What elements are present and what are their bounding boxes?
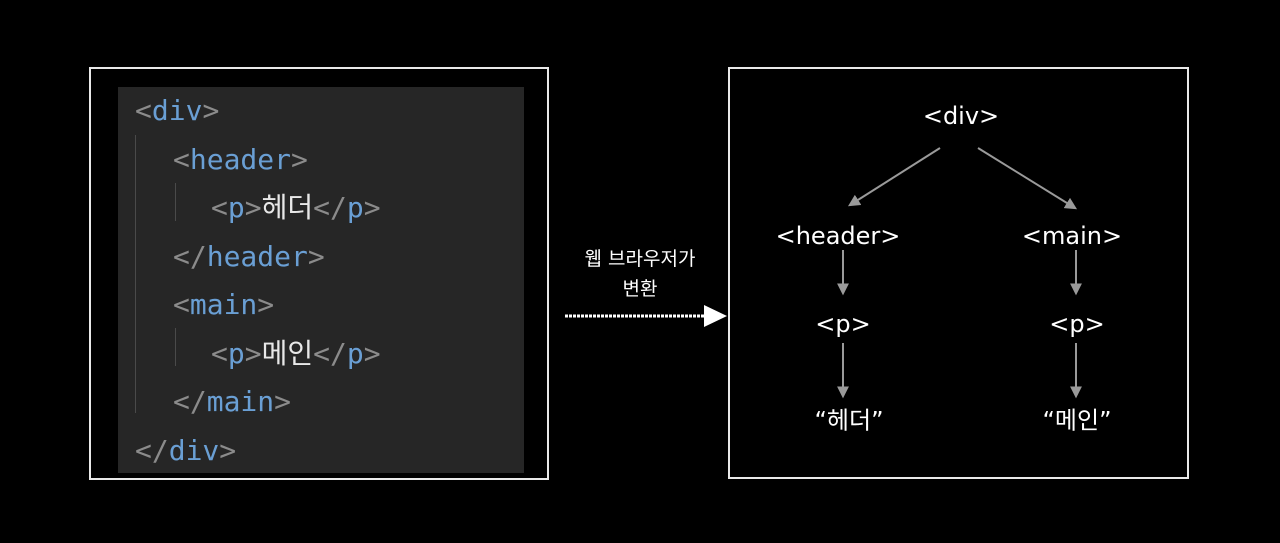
code-tag-name: div <box>151 94 203 127</box>
code-punct: > <box>244 336 262 370</box>
code-punct: > <box>219 433 237 467</box>
code-tag-name: p <box>227 191 245 224</box>
code-line: <main> <box>173 288 274 322</box>
arrow-label-line1: 웹 브라우저가 <box>584 248 696 270</box>
arrow-right-icon <box>565 305 727 327</box>
code-editor: <div><header><p>헤더</p></header><main><p>… <box>118 87 524 473</box>
code-punct: < <box>211 336 228 370</box>
code-punct: > <box>363 191 381 224</box>
code-punct: < <box>135 94 152 127</box>
code-tag-name: p <box>346 191 364 224</box>
arrow-label-line2: 변환 <box>622 278 658 300</box>
code-tag-name: main <box>189 288 258 321</box>
indent-guide <box>135 135 136 413</box>
code-text: 메인 <box>261 336 314 370</box>
code-line: <header> <box>173 143 308 177</box>
code-punct: </ <box>135 433 169 467</box>
dom-tree-frame <box>728 67 1189 479</box>
code-line: </header> <box>173 240 325 274</box>
tree-node-p-left: <p> <box>815 310 871 338</box>
code-punct: </ <box>313 336 347 370</box>
code-punct: > <box>363 336 381 370</box>
code-punct: < <box>173 142 190 176</box>
indent-guide <box>175 183 176 221</box>
tree-node-text-main: “메인” <box>1042 406 1112 435</box>
code-tag-name: main <box>206 385 275 418</box>
tree-node-text-header: “헤더” <box>814 406 884 435</box>
code-punct: </ <box>173 239 207 273</box>
tree-node-header: <header> <box>775 222 901 250</box>
code-tag-name: div <box>168 433 220 467</box>
edge-root-main <box>977 147 1078 210</box>
arrow-label: 웹 브라우저가 변환 <box>555 244 725 304</box>
code-line: <p>헤더</p> <box>211 191 381 225</box>
code-tag-name: header <box>206 239 308 273</box>
code-text: 헤더 <box>261 191 314 224</box>
tree-node-p-right: <p> <box>1049 310 1105 338</box>
code-line: </div> <box>135 434 236 468</box>
code-punct: > <box>257 288 275 321</box>
code-punct: < <box>211 191 228 224</box>
code-punct: </ <box>173 385 207 418</box>
code-tag-name: header <box>189 142 292 176</box>
code-line: </main> <box>173 385 291 419</box>
tree-node-main: <main> <box>1021 222 1123 250</box>
code-punct: > <box>274 385 292 418</box>
code-punct: > <box>291 142 308 176</box>
code-line: <div> <box>135 94 219 128</box>
code-punct: </ <box>313 191 347 224</box>
code-punct: > <box>202 94 220 127</box>
code-punct: < <box>173 288 190 321</box>
code-tag-name: p <box>227 336 245 370</box>
indent-guide <box>175 328 176 366</box>
code-tag-name: p <box>346 336 364 370</box>
code-punct: > <box>244 191 262 224</box>
tree-node-div: <div> <box>922 102 1000 130</box>
code-panel-frame <box>89 67 549 480</box>
code-punct: > <box>307 239 325 273</box>
edge-root-header <box>847 147 941 207</box>
code-line: <p>메인</p> <box>211 337 381 371</box>
